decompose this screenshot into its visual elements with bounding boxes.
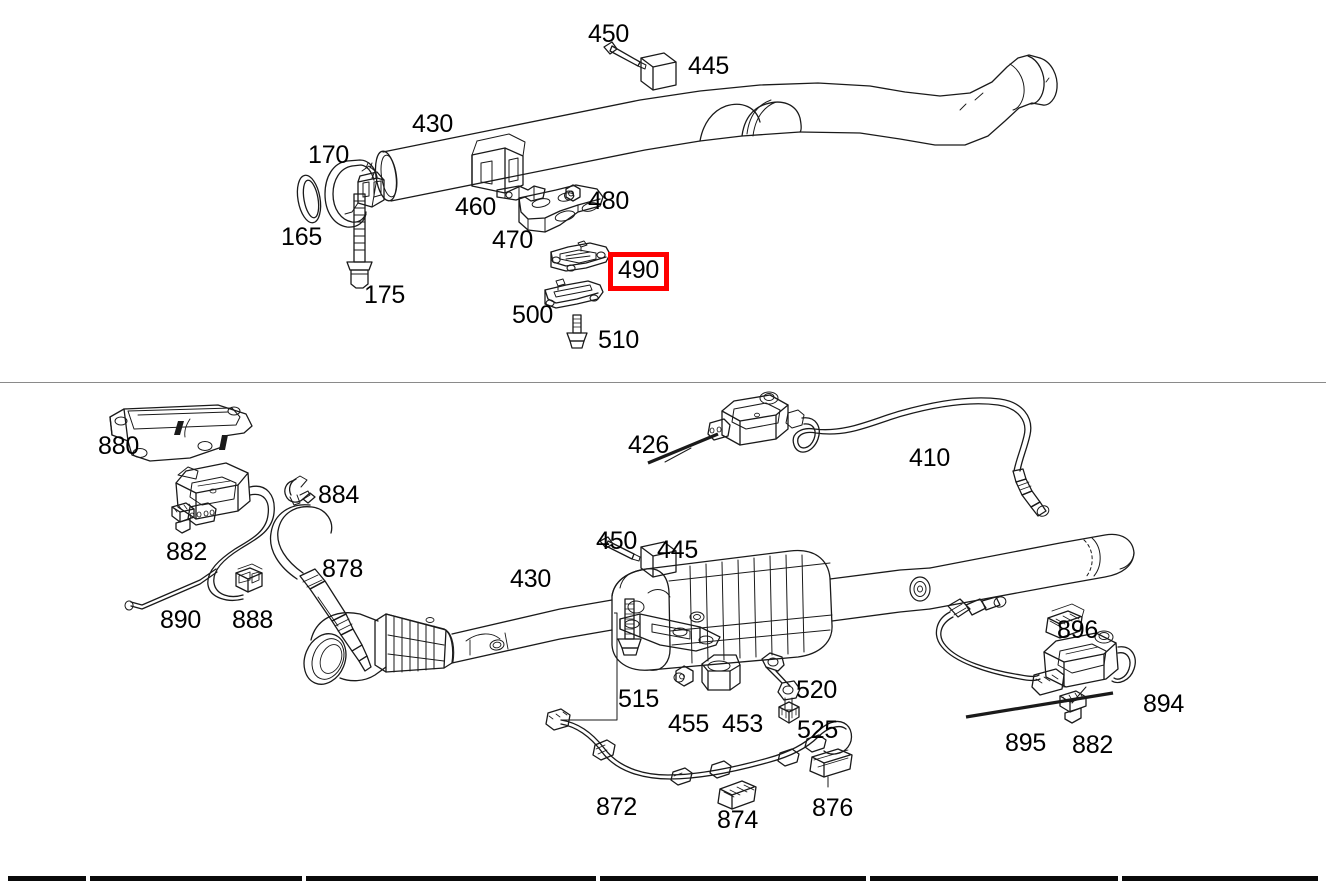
table-header-cell-6 xyxy=(1122,876,1318,881)
callout-label-510: 510 xyxy=(598,326,640,354)
callout-label-460: 460 xyxy=(455,193,497,221)
callout-label-874: 874 xyxy=(717,806,759,834)
bottom-diagram-artwork xyxy=(109,391,1136,810)
callout-label-165: 165 xyxy=(281,223,323,251)
callout-label-455: 455 xyxy=(668,710,710,738)
callout-label-896: 896 xyxy=(1057,616,1099,644)
callout-label-450: 450 xyxy=(596,527,638,555)
diagram-panel-bottom xyxy=(0,383,1326,838)
table-header-cell-1 xyxy=(8,876,86,881)
callout-label-876: 876 xyxy=(812,794,854,822)
callout-label-410: 410 xyxy=(909,444,951,472)
callout-label-872: 872 xyxy=(596,793,638,821)
callout-label-430: 430 xyxy=(412,110,454,138)
table-header-cell-4 xyxy=(600,876,866,881)
callout-label-894: 894 xyxy=(1143,690,1185,718)
diagram-panel-top xyxy=(0,0,1326,382)
callout-label-430: 430 xyxy=(510,565,552,593)
callout-label-884: 884 xyxy=(318,481,360,509)
callout-label-525: 525 xyxy=(797,716,839,744)
callout-label-890: 890 xyxy=(160,606,202,634)
table-header-cell-2 xyxy=(90,876,302,881)
callout-label-470: 470 xyxy=(492,226,534,254)
panel-divider xyxy=(0,382,1326,383)
callout-label-500: 500 xyxy=(512,301,554,329)
callout-label-882: 882 xyxy=(166,538,208,566)
callout-label-895: 895 xyxy=(1005,729,1047,757)
top-diagram-artwork xyxy=(296,41,1058,349)
callout-label-888: 888 xyxy=(232,606,274,634)
callout-label-426: 426 xyxy=(628,431,670,459)
callout-label-880: 880 xyxy=(98,432,140,460)
callout-label-480: 480 xyxy=(588,187,630,215)
callout-label-490-highlighted: 490 xyxy=(608,252,670,291)
callout-label-453: 453 xyxy=(722,710,764,738)
table-header-cell-5 xyxy=(870,876,1118,881)
callout-label-882: 882 xyxy=(1072,731,1114,759)
callout-label-450: 450 xyxy=(588,20,630,48)
callout-label-445: 445 xyxy=(657,536,699,564)
callout-label-878: 878 xyxy=(322,555,364,583)
callout-label-445: 445 xyxy=(688,52,730,80)
callout-label-170: 170 xyxy=(308,141,350,169)
callout-label-520: 520 xyxy=(796,676,838,704)
callout-label-515: 515 xyxy=(618,685,660,713)
table-header-cell-3 xyxy=(306,876,596,881)
parts-table-header xyxy=(0,872,1326,881)
callout-label-175: 175 xyxy=(364,281,406,309)
